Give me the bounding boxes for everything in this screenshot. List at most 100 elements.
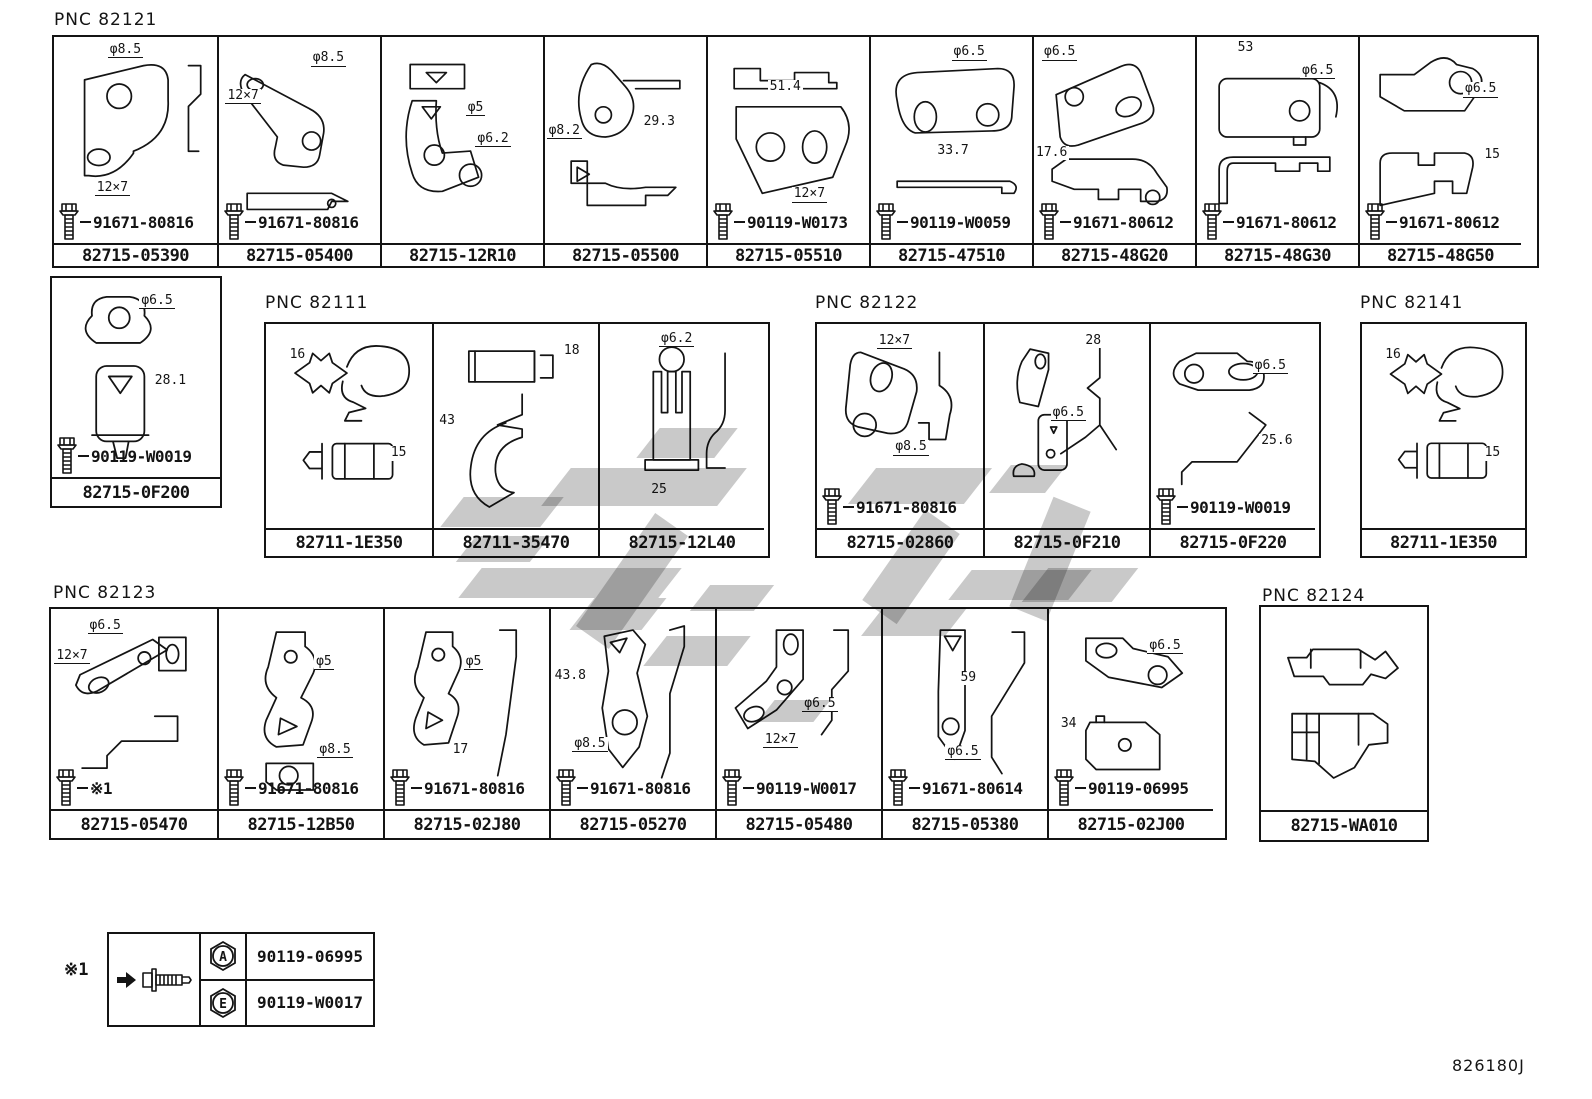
bracket-sketch	[644, 346, 726, 471]
part-number-strip: 82715-05390	[54, 243, 217, 266]
part-number-strip: 82715-05400	[219, 243, 380, 266]
leader-line	[245, 787, 256, 789]
flange-bolt-icon	[390, 769, 410, 806]
bracket-sketch	[1287, 648, 1399, 779]
bolt-row: 90119-W0173	[713, 203, 848, 241]
arrow-right-icon	[116, 971, 136, 988]
bolt-row: ※1	[56, 769, 113, 807]
bracket-sketch	[1085, 637, 1184, 771]
flange-bolt-icon	[224, 203, 244, 240]
bracket-sketch	[895, 67, 1017, 195]
part-number-strip: 82715-05500	[545, 243, 706, 266]
dimension-label: φ5	[314, 654, 334, 671]
dimension-label: φ5	[463, 654, 484, 671]
part-number-strip: 82715-47510	[871, 243, 1032, 266]
part-number: 82715-02J80	[413, 814, 521, 835]
part-number: 82715-05400	[245, 245, 354, 266]
bolt-part-number: 90119-W0059	[910, 212, 1011, 232]
pnc-label: PNC 82111	[265, 293, 369, 313]
leader-line	[734, 221, 745, 223]
part-number-strip: 82711-1E350	[266, 528, 432, 556]
watermark-shape	[1021, 568, 1139, 602]
legend-box: A 90119-06995 E 90119-W0017	[107, 932, 375, 1027]
dimension-label: φ6.2	[659, 331, 695, 348]
dimension-label: 28.1	[152, 372, 189, 388]
part-number: 82715-47510	[897, 245, 1006, 266]
dimension-label: 17	[450, 742, 471, 758]
leader-line	[1060, 221, 1071, 223]
dimension-label: φ8.5	[107, 42, 144, 59]
dimension-label: φ6.5	[1252, 357, 1288, 374]
bracket-sketch	[413, 629, 518, 777]
flange-bolt-icon	[57, 437, 77, 474]
leader-line	[78, 455, 89, 457]
dimension-label: 15	[1482, 445, 1503, 461]
bolt-part-number: ※1	[90, 778, 113, 798]
leader-line	[897, 221, 908, 223]
dimension-label: φ6.5	[1300, 62, 1336, 80]
part-number: 82715-48G20	[1060, 245, 1169, 266]
watermark-shape	[458, 568, 682, 598]
dimension-label: φ6.5	[945, 744, 981, 761]
bolt-row: 91671-80816	[224, 769, 359, 807]
bolt-part-number: 91671-80612	[1236, 212, 1337, 232]
part-number-strip: 82715-48G20	[1034, 243, 1195, 266]
bracket-sketch	[294, 345, 411, 480]
flange-bolt-icon	[224, 769, 244, 806]
bolt-row: 91671-80816	[390, 769, 525, 807]
bolt-part-number: 90119-06995	[1088, 778, 1189, 798]
part-number-strip: 82711-1E350	[1362, 528, 1525, 556]
dimension-label: 53	[1235, 40, 1256, 56]
dimension-label: 15	[1482, 147, 1503, 163]
part-number: 82715-05510	[734, 245, 843, 266]
bolt-part-number: 91671-80614	[922, 778, 1023, 798]
bolt-row: 90119-W0017	[722, 769, 857, 807]
bracket-diagram: 53 φ6.5 91671-80612	[1197, 37, 1358, 243]
dimension-label: φ8.2	[546, 122, 582, 139]
part-number-strip: 82715-0F200	[52, 477, 220, 506]
pnc-label: PNC 82122	[815, 293, 919, 313]
leader-line	[411, 787, 422, 789]
bolt-part-number: 90119-W0019	[91, 446, 192, 466]
hex-nut-marker-icon: E	[210, 987, 236, 1018]
dimension-label: 16	[1383, 347, 1403, 363]
part-number-strip: 82715-02J80	[385, 809, 549, 838]
dimension-label: 51.4	[767, 79, 803, 95]
leader-line	[743, 787, 754, 789]
part-number-strip: 82715-48G30	[1197, 243, 1358, 266]
flange-bolt-icon	[59, 203, 79, 240]
flange-bolt-icon	[1039, 203, 1059, 240]
part-number: 82711-1E350	[295, 533, 403, 553]
pnc-label: PNC 82123	[53, 583, 157, 603]
dimension-label: φ5	[465, 99, 486, 117]
part-number: 82715-05390	[81, 245, 190, 266]
part-cell: 53 φ6.5 91671-80612 82715-48G30	[1195, 37, 1358, 266]
part-number-strip: 82715-12B50	[219, 809, 383, 838]
svg-text:E: E	[219, 997, 227, 1012]
flange-bolt-icon	[1054, 769, 1074, 806]
bolt-part-number: 90119-W0019	[1190, 497, 1291, 517]
